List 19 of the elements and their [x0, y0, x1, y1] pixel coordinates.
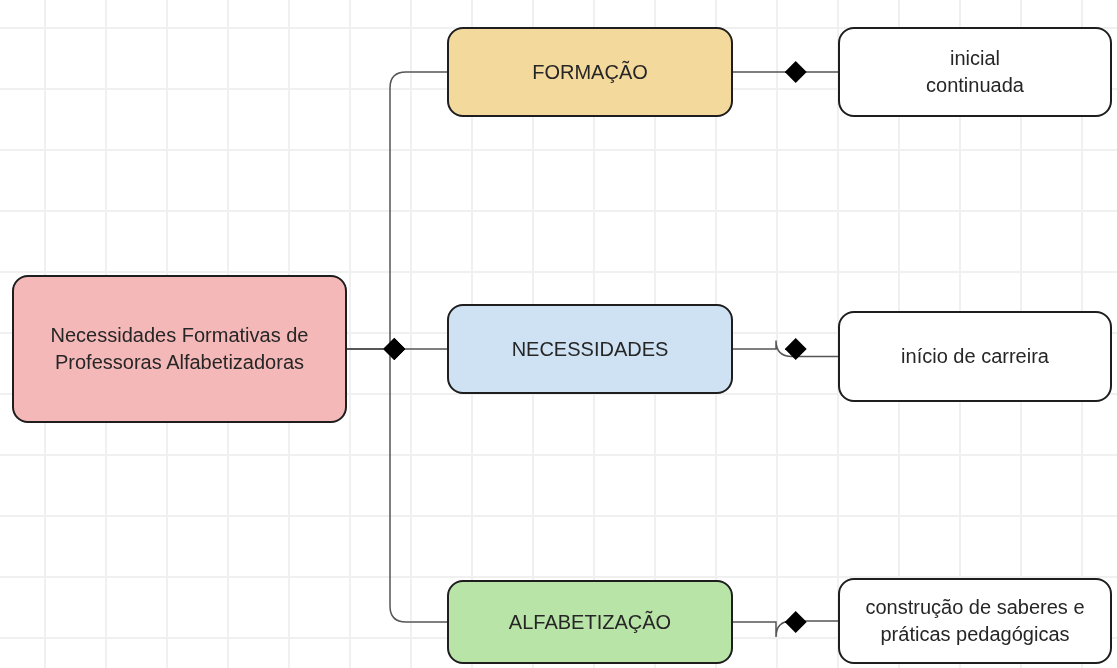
node-text: construção de saberes e práticas pedagógicas: [864, 595, 1086, 647]
node-text: Necessidades Formativas de Professoras Alfabetizadoras: [49, 323, 310, 375]
process-box: [447, 580, 733, 664]
connector: [732, 338, 839, 360]
node-text: NECESSIDADES: [511, 336, 669, 362]
connector: [346, 338, 448, 623]
process-box: [12, 275, 347, 423]
process-box: [447, 27, 733, 117]
connector: [732, 611, 839, 638]
node-text: FORMAÇÃO: [532, 59, 648, 85]
connector: [732, 61, 839, 83]
node-text: início de carreira: [901, 344, 1049, 369]
node-text: inicial: [950, 46, 1000, 71]
node-text: ALFABETIZAÇÃO: [508, 609, 672, 635]
process-box: [838, 311, 1112, 402]
node-text: continuada: [926, 73, 1024, 98]
process-box: [838, 27, 1112, 117]
process-box: [838, 578, 1112, 664]
process-box: [447, 304, 733, 394]
